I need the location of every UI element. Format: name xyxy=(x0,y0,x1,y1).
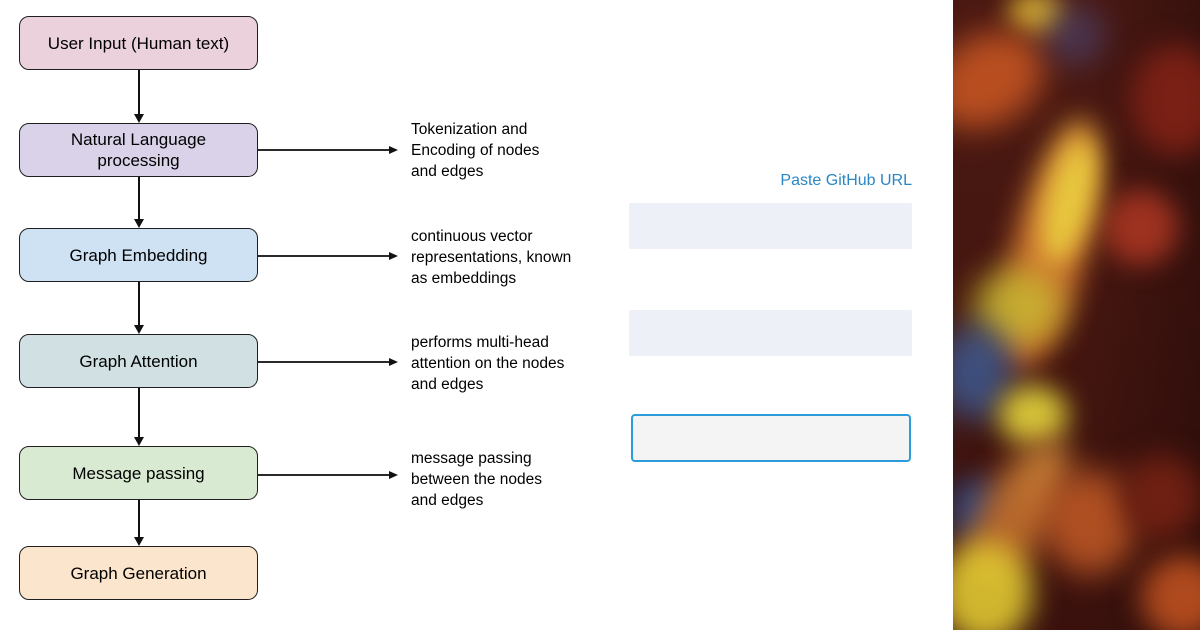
flow-node-user-input: User Input (Human text) xyxy=(19,16,258,70)
form-field-2[interactable] xyxy=(629,310,912,356)
arrow-down-icon xyxy=(138,70,140,121)
flow-node-label: User Input (Human text) xyxy=(47,33,230,53)
form-field-1[interactable] xyxy=(629,203,912,249)
bokeh-photo xyxy=(953,0,1200,630)
arrow-right-icon xyxy=(258,361,396,363)
annotation-tokenization: Tokenization and Encoding of nodes and e… xyxy=(411,121,540,180)
bokeh-light xyxy=(1045,5,1105,65)
annotation-embeddings: continuous vector representations, known… xyxy=(411,228,572,287)
flow-node-graph-embedding: Graph Embedding xyxy=(19,228,258,282)
arrow-down-icon xyxy=(138,282,140,332)
flow-node-label: Graph Generation xyxy=(70,563,207,583)
bokeh-light xyxy=(1103,190,1178,265)
arrow-right-icon xyxy=(258,255,396,257)
arrow-right-icon xyxy=(258,149,396,151)
annotation-attention: performs multi-head attention on the nod… xyxy=(411,334,565,393)
flow-node-graph-generation: Graph Generation xyxy=(19,546,258,600)
flow-node-label: Natural Language processing xyxy=(70,130,207,170)
bokeh-light xyxy=(1141,555,1200,630)
flow-node-nlp: Natural Language processing xyxy=(19,123,258,177)
flow-node-graph-attention: Graph Attention xyxy=(19,334,258,388)
bokeh-light xyxy=(998,385,1068,445)
flow-node-label: Graph Embedding xyxy=(69,245,208,265)
bokeh-light xyxy=(1121,455,1200,540)
paste-github-url-link[interactable]: Paste GitHub URL xyxy=(780,172,912,189)
bokeh-light xyxy=(1131,45,1200,155)
arrow-down-icon xyxy=(138,500,140,544)
arrow-down-icon xyxy=(138,388,140,444)
form-field-3-focused[interactable] xyxy=(631,414,911,462)
flow-node-label: Message passing xyxy=(72,463,205,483)
flow-node-label: Graph Attention xyxy=(79,351,198,371)
arrow-down-icon xyxy=(138,177,140,226)
arrow-right-icon xyxy=(258,474,396,476)
flow-node-message-passing: Message passing xyxy=(19,446,258,500)
annotation-message-passing: message passing between the nodes and ed… xyxy=(411,450,542,509)
